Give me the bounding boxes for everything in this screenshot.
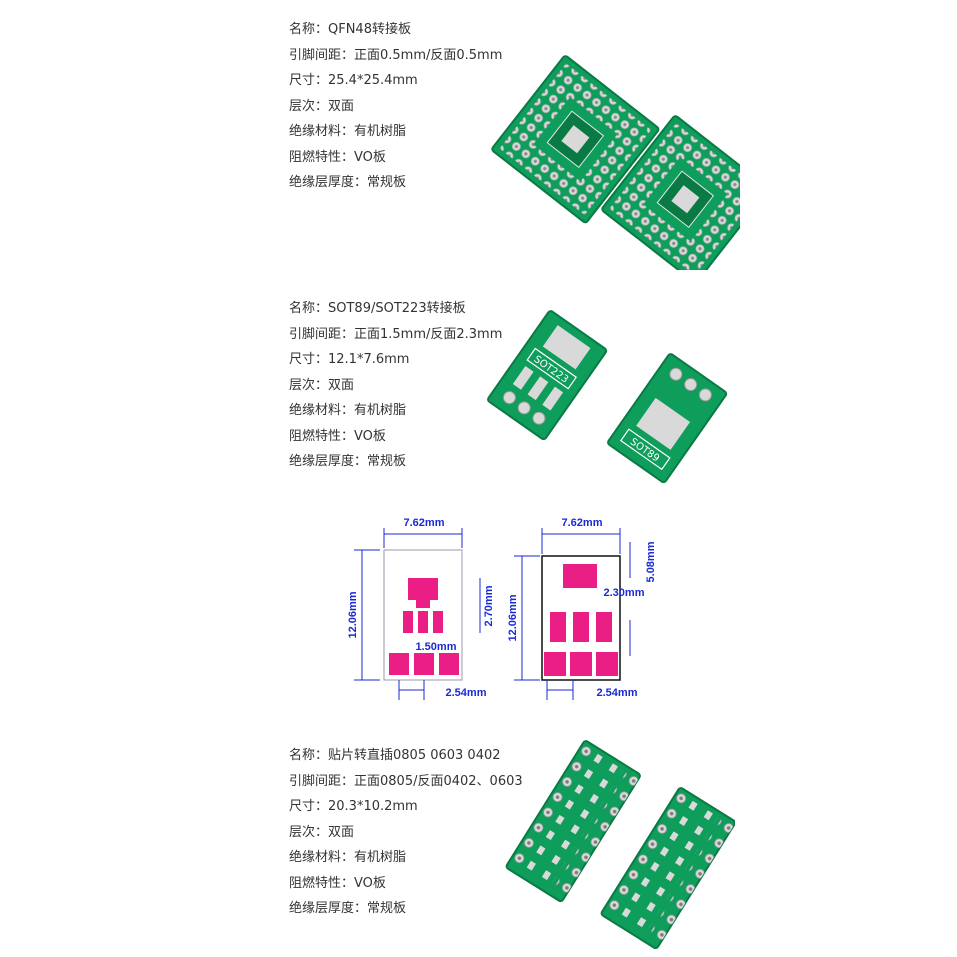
spec-thickness: 绝缘层厚度：常规板: [289, 901, 407, 916]
dimension-right: 7.62mm 12.06mm 5.08mm 2.30mm 2.54mm: [507, 517, 657, 700]
left-height-label: 12.06mm: [347, 591, 359, 638]
left-pitch-bottom-label: 2.54mm: [446, 687, 487, 699]
qfn48-board-back: [601, 115, 740, 270]
spec-flame: 阻燃特性：VO板: [289, 149, 386, 165]
left-width-label: 7.62mm: [404, 517, 445, 529]
right-pitch-bottom-label: 2.54mm: [597, 687, 638, 699]
right-pitch-mid-label: 2.30mm: [604, 587, 645, 599]
spec-thickness: 绝缘层厚度：常规板: [289, 175, 407, 190]
smd-board-back: [600, 787, 735, 950]
right-tab-label: 5.08mm: [645, 541, 657, 582]
spec-insulation: 绝缘材料：有机树脂: [289, 124, 407, 139]
spec-flame: 阻燃特性：VO板: [289, 875, 386, 891]
spec-name: 名称：QFN48转接板: [289, 22, 411, 37]
right-width-label: 7.62mm: [562, 517, 603, 529]
spec-flame: 阻燃特性：VO板: [289, 428, 386, 444]
qfn48-board-photo: [491, 55, 740, 270]
left-gap-label: 2.70mm: [483, 585, 495, 626]
dimension-drawing: 7.62mm 12.06mm 2.70mm 1.50mm 2.54mm 7.62…: [347, 517, 657, 700]
spec-insulation: 绝缘材料：有机树脂: [289, 850, 407, 865]
sot223-board: SOT223: [487, 310, 608, 441]
spec-size: 尺寸：25.4*25.4mm: [289, 73, 418, 88]
sot-board-photo: SOT223 SOT89: [487, 310, 728, 484]
spec-size: 尺寸：12.1*7.6mm: [289, 352, 410, 367]
sot89-board: SOT89: [607, 353, 728, 484]
spec-pitch: 引脚间距：正面0.5mm/反面0.5mm: [289, 47, 503, 63]
spec-block-smd-adapter: 名称：贴片转直插0805 0603 0402 引脚间距：正面0805/反面040…: [289, 743, 523, 922]
smd-board-front: [505, 740, 641, 903]
spec-pitch: 引脚间距：正面0805/反面0402、0603: [289, 773, 523, 789]
right-height-label: 12.06mm: [507, 594, 519, 641]
spec-block-qfn48: 名称：QFN48转接板 引脚间距：正面0.5mm/反面0.5mm 尺寸：25.4…: [289, 17, 502, 196]
spec-thickness: 绝缘层厚度：常规板: [289, 454, 407, 469]
spec-insulation: 绝缘材料：有机树脂: [289, 403, 407, 418]
smd-adapter-board-photo: [505, 740, 735, 950]
spec-name: 名称：SOT89/SOT223转接板: [289, 301, 466, 316]
spec-name: 名称：贴片转直插0805 0603 0402: [289, 748, 501, 763]
spec-block-sot89-sot223: 名称：SOT89/SOT223转接板 引脚间距：正面1.5mm/反面2.3mm …: [289, 296, 502, 475]
spec-size: 尺寸：20.3*10.2mm: [289, 799, 418, 814]
left-pitch-top-label: 1.50mm: [416, 641, 457, 653]
spec-layers: 层次：双面: [289, 824, 355, 840]
spec-pitch: 引脚间距：正面1.5mm/反面2.3mm: [289, 326, 503, 342]
dimension-left: 7.62mm 12.06mm 2.70mm 1.50mm 2.54mm: [347, 517, 495, 700]
qfn48-board-front: [491, 55, 660, 224]
spec-layers: 层次：双面: [289, 98, 355, 114]
spec-layers: 层次：双面: [289, 377, 355, 393]
